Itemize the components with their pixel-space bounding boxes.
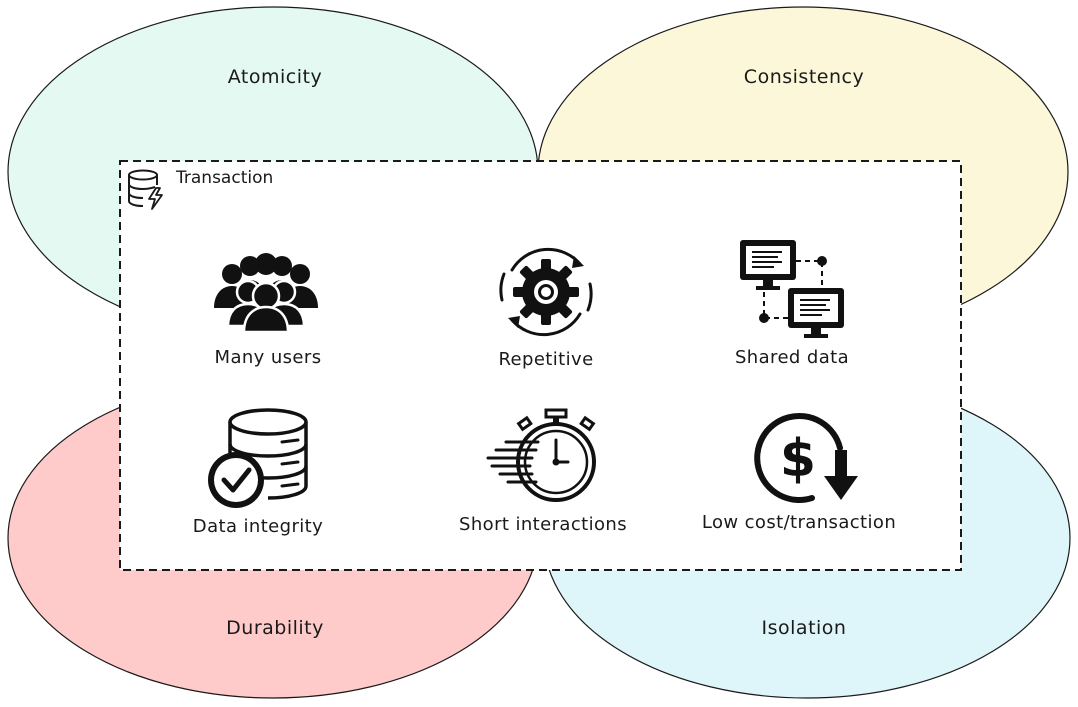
consistency-label: Consistency xyxy=(743,66,865,88)
atomicity-label: Atomicity xyxy=(227,66,323,88)
item-label-many-users: Many users xyxy=(214,347,322,368)
gear-cycle-icon xyxy=(499,247,593,337)
isolation-label: Isolation xyxy=(761,617,847,639)
item-label-shared-data: Shared data xyxy=(734,347,850,368)
transaction-box xyxy=(119,160,962,571)
item-label-data-integrity: Data integrity xyxy=(192,516,324,537)
user-group-icon xyxy=(214,253,318,332)
svg-text:$: $ xyxy=(780,429,816,489)
item-label-short-interactions: Short interactions xyxy=(459,514,627,535)
item-label-low-cost: Low cost/transaction xyxy=(701,512,897,533)
item-label-repetitive: Repetitive xyxy=(498,349,594,370)
transaction-title: Transaction xyxy=(176,168,274,188)
database-lightning-icon xyxy=(128,169,163,210)
dollar-down-icon: $ xyxy=(754,413,858,503)
stopwatch-speed-icon xyxy=(486,408,596,502)
networked-computers-icon xyxy=(740,240,844,338)
durability-label: Durability xyxy=(226,617,324,639)
database-check-icon xyxy=(208,408,308,508)
